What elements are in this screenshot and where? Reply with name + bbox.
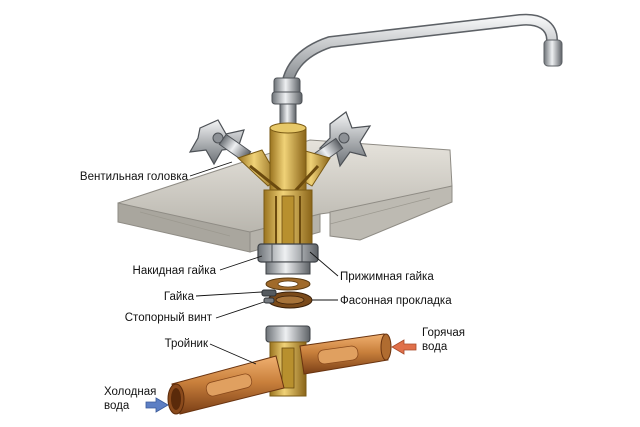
label-valve-head: Вентильная головка: [79, 171, 188, 183]
label-cold-water: Холодная вода: [104, 386, 157, 412]
cold-pipe: [167, 355, 285, 415]
nuts-assembly: [257, 243, 319, 275]
label-tee: Тройник: [164, 338, 208, 350]
valve-handle-right: [310, 111, 372, 168]
leader-lines: [189, 161, 339, 365]
arrow-right-icon: [145, 397, 169, 413]
label-lock-screw: Стопорный винт: [124, 312, 212, 324]
label-shaped-gasket: Фасонная прокладка: [340, 295, 452, 307]
label-cap-nut: Накидная гайка: [132, 265, 216, 277]
label-clamp-nut: Прижимная гайка: [340, 271, 434, 283]
hot-pipe: [299, 333, 392, 375]
label-nut: Гайка: [163, 291, 194, 303]
valve-handle-left: [188, 119, 252, 166]
label-hot-water: Горячая вода: [422, 327, 465, 353]
spout: [271, 13, 563, 125]
arrow-left-icon: [391, 339, 417, 355]
gasket-assembly: [261, 277, 313, 309]
valve-body: [237, 122, 331, 249]
